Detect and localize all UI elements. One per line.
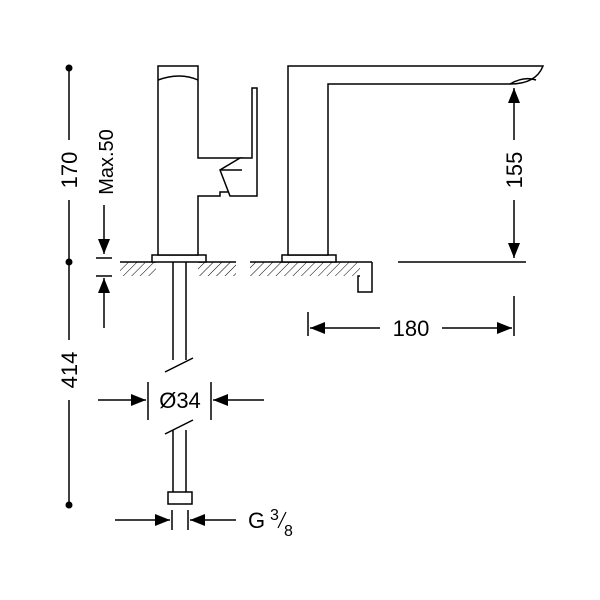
dim-label-hose-diameter: Ø34	[159, 388, 201, 413]
spout-reach-dimension	[307, 296, 515, 336]
thread-fraction-bar	[277, 511, 287, 529]
mixer-base-plate	[151, 254, 207, 263]
dim-label-thread-denominator: 8	[284, 523, 293, 540]
dim-label-spout-reach: 180	[393, 316, 430, 341]
spout-body	[287, 65, 545, 256]
worktop-section	[120, 261, 373, 293]
spout-outlet	[509, 77, 537, 85]
dim-label-thread-prefix: G	[248, 508, 265, 533]
worktop-right-hatch	[250, 262, 360, 276]
thread-dimension	[115, 510, 236, 530]
mixer-top-bevel	[157, 75, 199, 81]
dim-label-thread-numerator: 3	[270, 507, 279, 524]
dim-label-spout-height: 155	[502, 152, 527, 189]
worktop-mid-hatch	[198, 262, 236, 276]
dim-label-total-height: 170	[57, 152, 82, 189]
deck-thickness-dimension	[96, 205, 112, 328]
mixer-column	[157, 65, 243, 256]
worktop-left-hatch	[120, 262, 156, 276]
supply-hose	[147, 262, 212, 492]
dim-label-below-deck: 414	[57, 352, 82, 389]
spout	[281, 65, 545, 263]
lever-handle	[219, 87, 258, 197]
dim-label-max-deck: Max.50	[96, 129, 118, 195]
hose-connector-nut	[167, 491, 193, 505]
left-dimension-chain	[65, 64, 73, 509]
spout-base-plate	[281, 254, 337, 263]
mixer-body	[151, 65, 258, 263]
spout-height-dimension	[398, 88, 526, 263]
worktop-lip	[357, 262, 373, 293]
